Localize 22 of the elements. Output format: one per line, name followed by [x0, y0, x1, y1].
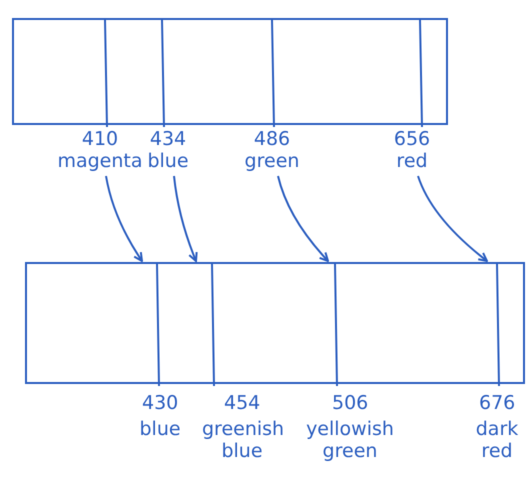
wavelength-label: 656 — [394, 128, 430, 150]
arrow — [173, 176, 198, 262]
color-name: red — [396, 150, 428, 172]
arrow — [277, 176, 329, 262]
color-name: greenish blue — [202, 418, 282, 462]
color-name: magenta — [57, 150, 143, 172]
spectrum-bar — [25, 262, 525, 384]
color-name: blue — [147, 150, 189, 172]
wavelength-label: 506 — [332, 392, 368, 414]
color-name: dark red — [474, 418, 520, 462]
wavelength-label: 676 — [479, 392, 516, 414]
wavelength-label: 454 — [224, 392, 260, 414]
wavelength-label: 486 — [254, 128, 290, 150]
wavelength-label: 410 — [82, 128, 118, 150]
color-name: blue — [140, 418, 181, 440]
arrow — [417, 176, 488, 262]
color-name: yellowish green — [305, 418, 395, 462]
color-name: green — [244, 150, 300, 172]
wavelength-label: 430 — [142, 392, 178, 414]
arrow — [105, 176, 143, 262]
wavelength-label: 434 — [150, 128, 186, 150]
spectrum-bar — [12, 18, 448, 125]
